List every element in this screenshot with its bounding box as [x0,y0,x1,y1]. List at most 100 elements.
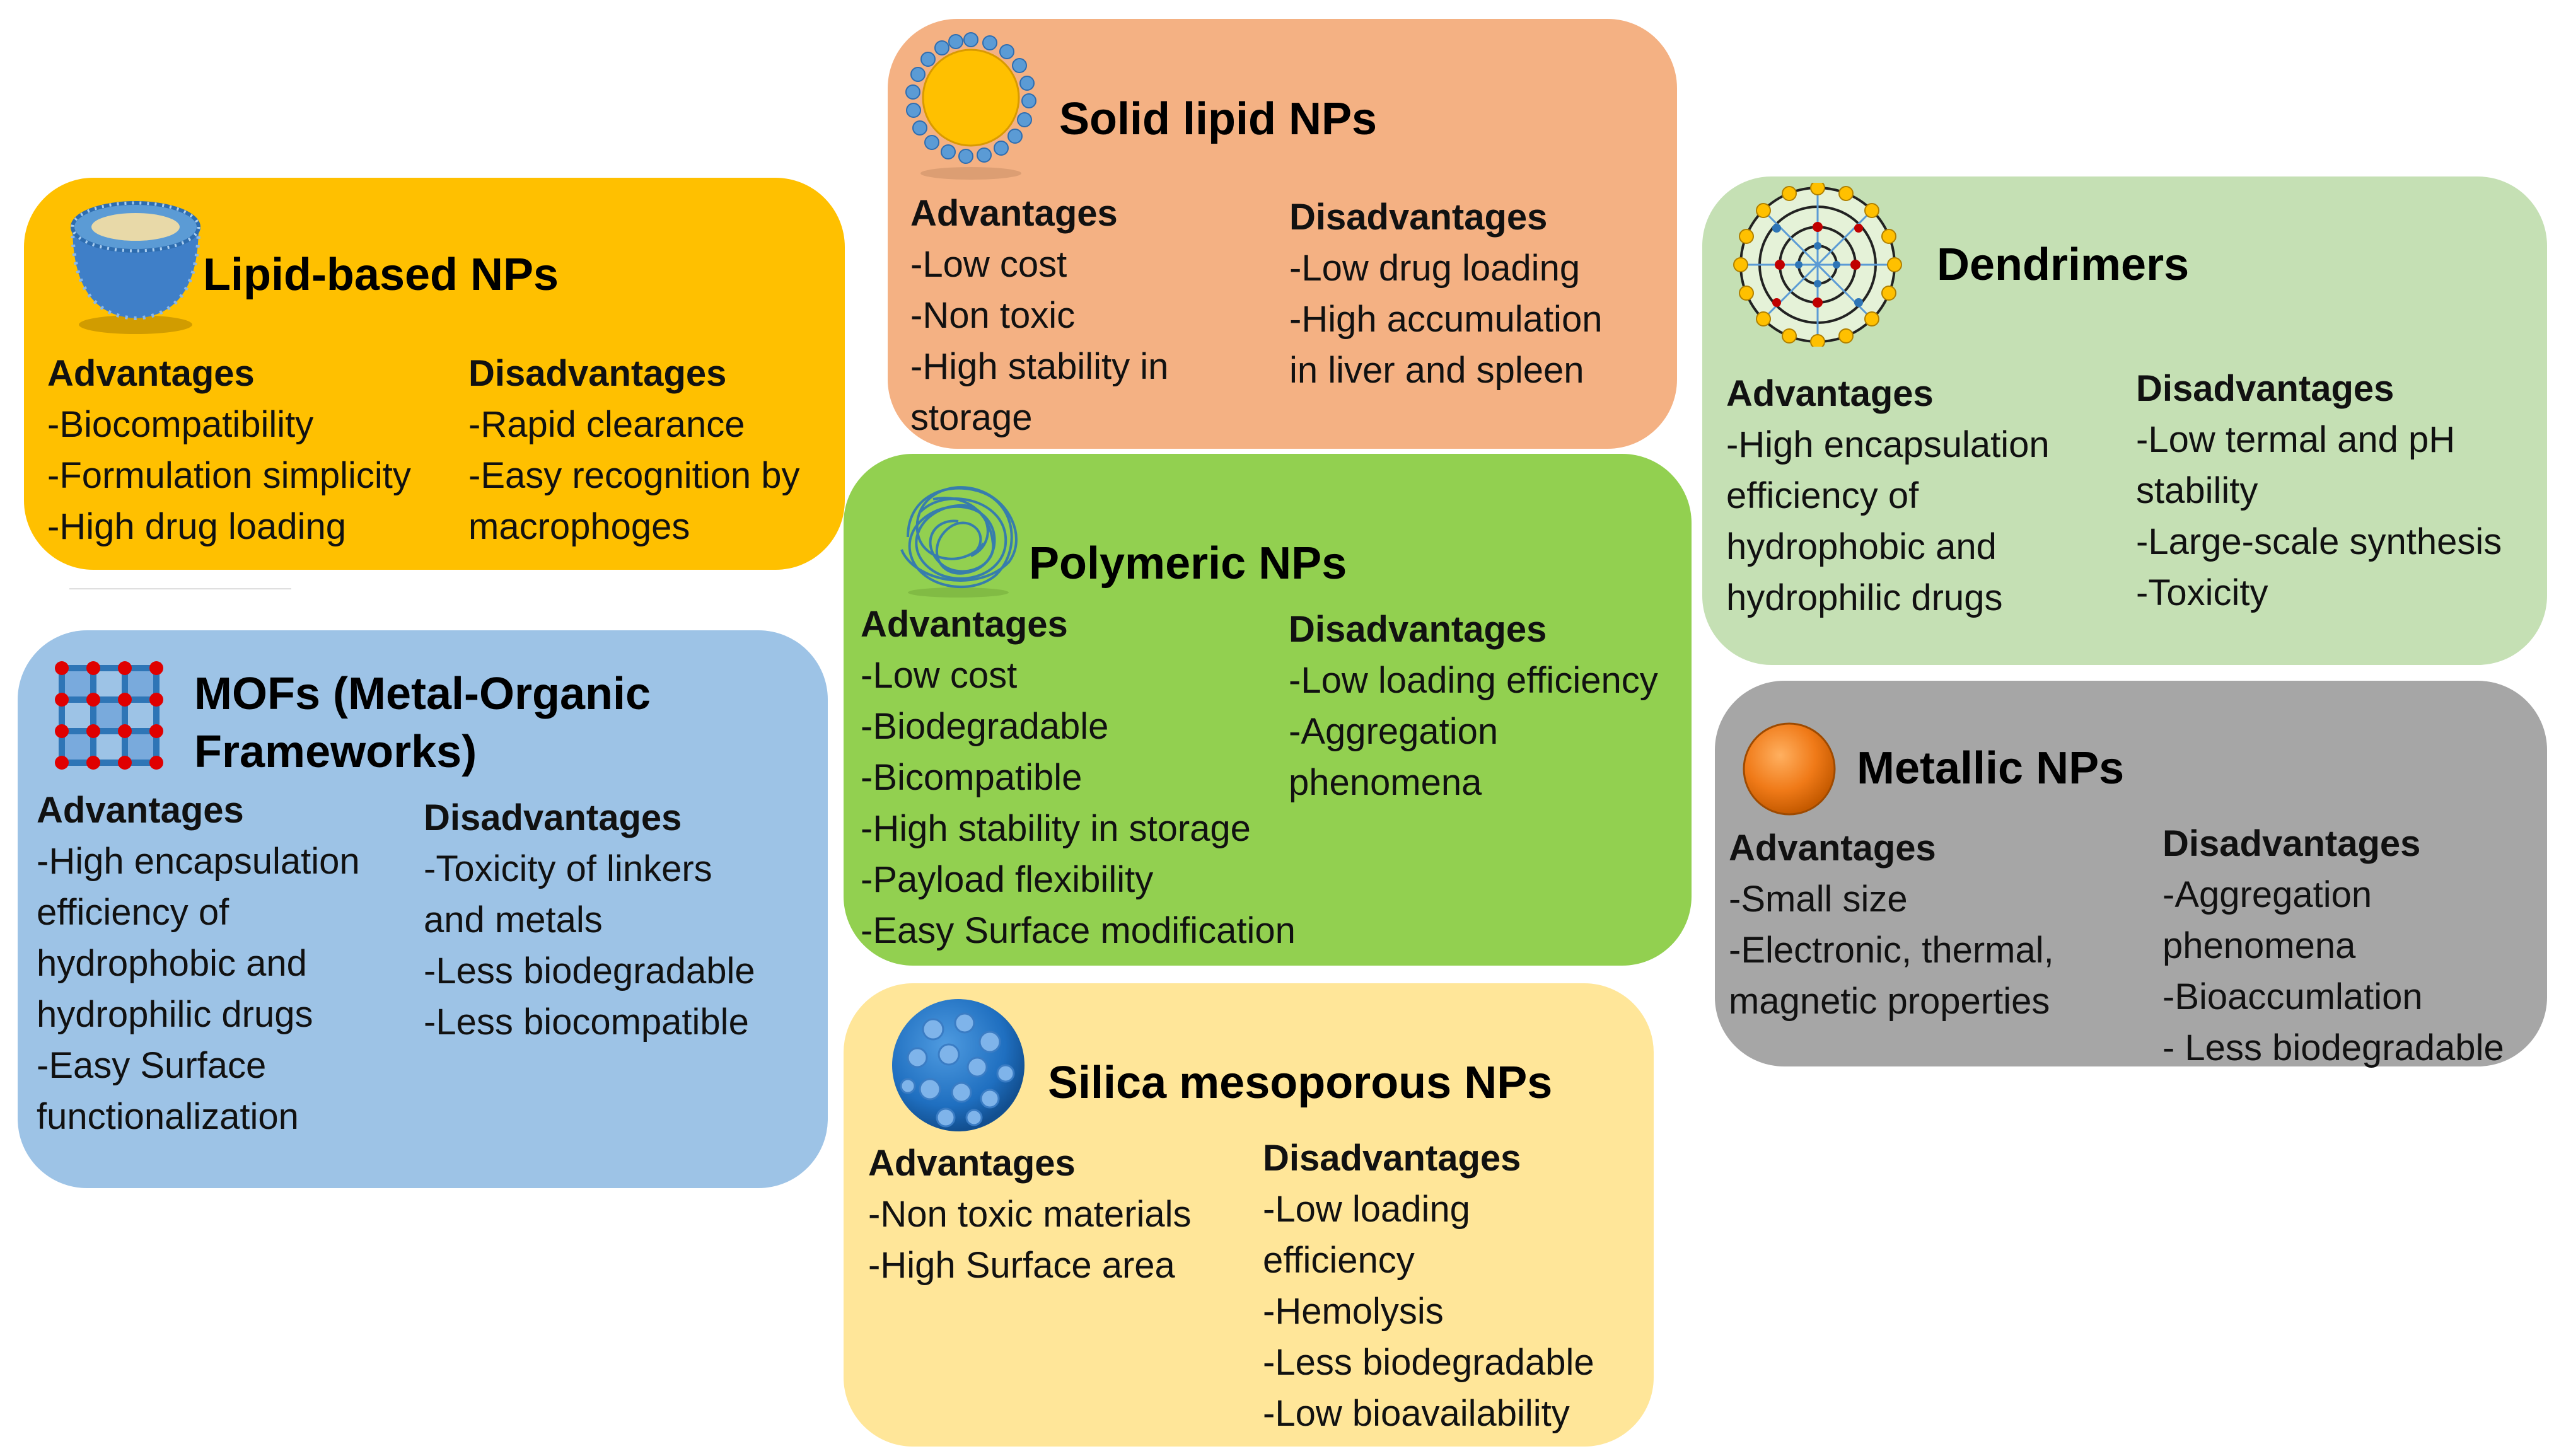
list-item: -High drug loading [47,506,346,547]
advantages-heading: Advantages [868,1143,1076,1184]
list-item: -High stability in storage [861,808,1251,849]
list-item: -Hemolysis [1263,1291,1444,1332]
advantages-list: Advantages -Small size -Electronic, ther… [1729,823,2054,1027]
advantages-heading: Advantages [1726,373,1934,414]
list-item: and metals [424,899,603,940]
disadvantages-heading: Disadvantages [1263,1138,1521,1179]
list-item: -Electronic, thermal, [1729,930,2054,971]
list-item: -High stability in [910,346,1169,387]
list-item: hydrophobic and [1726,526,1997,567]
list-item: -Non toxic [910,295,1076,336]
disadvantages-heading: Disadvantages [1289,609,1547,650]
disadvantages-heading: Disadvantages [2162,823,2421,864]
list-item: efficiency of [1726,475,1919,516]
disadvantages-heading: Disadvantages [2136,368,2394,409]
list-item: functionalization [37,1096,299,1137]
disadvantages-list: Disadvantages -Low loading efficiency -A… [1289,604,1658,808]
advantages-heading: Advantages [37,790,244,831]
metal-sphere-icon [1743,722,1836,816]
card-polymeric [844,454,1692,966]
card-title-line: MOFs (Metal-Organic [194,669,651,719]
list-item: -Non toxic materials [868,1194,1192,1235]
disadvantages-heading: Disadvantages [424,797,682,838]
liposome-icon [70,201,201,334]
list-item: -Toxicity [2136,572,2268,613]
list-item: -Low cost [861,655,1018,696]
list-item: efficiency [1263,1240,1415,1281]
list-item: -Bioaccumlation [2162,976,2423,1017]
list-item: -Formulation simplicity [47,455,411,496]
mof-lattice-icon [55,661,163,770]
disadvantages-list: Disadvantages -Low termal and pH stabili… [2136,363,2502,618]
list-item: -Low loading [1263,1189,1470,1230]
list-item: -Toxicity of linkers [424,848,712,889]
advantages-list: Advantages -High encapsulation efficienc… [1726,368,2050,623]
list-item: -Biocompatibility [47,404,314,445]
card-title: Dendrimers [1937,240,2190,290]
card-title: Metallic NPs [1857,743,2125,794]
disadvantages-list: Disadvantages -Aggregation phenomena -Bi… [2162,818,2504,1073]
list-item: stability [2136,470,2258,511]
advantages-heading: Advantages [1729,828,1936,869]
advantages-heading: Advantages [910,193,1118,234]
card-title: Lipid-based NPs [203,250,559,300]
card-title-line: Frameworks) [194,727,477,777]
disadvantages-heading: Disadvantages [1289,197,1548,238]
list-item: macrophoges [468,506,690,547]
disadvantages-list: Disadvantages -Rapid clearance -Easy rec… [468,348,799,552]
list-item: phenomena [2162,925,2356,966]
advantages-heading: Advantages [47,353,255,394]
polymer-coil-icon [900,486,1018,598]
list-item: -High Surface area [868,1245,1175,1286]
list-item: -Less biocompatible [424,1002,749,1043]
card-title: Silica mesoporous NPs [1048,1058,1553,1108]
list-item: -Easy Surface modification [861,910,1296,951]
list-item: -Easy recognition by [468,455,800,496]
list-item: -Less biodegradable [1263,1342,1594,1383]
faint-artifact-text: ———————————————— [69,580,291,596]
advantages-list: Advantages -High encapsulation efficienc… [37,785,360,1142]
list-item: storage [910,397,1033,438]
card-title: Solid lipid NPs [1059,94,1378,144]
list-item: -Large-scale synthesis [2136,521,2502,562]
list-item: -Low loading efficiency [1289,660,1658,701]
list-item: -Less biodegradable [424,950,755,991]
list-item: -Biodegradable [861,706,1109,747]
advantages-list: Advantages -Biocompatibility -Formulatio… [47,348,411,552]
advantages-list: Advantages -Non toxic materials -High Su… [868,1138,1191,1291]
list-item: -Low cost [910,244,1067,285]
list-item: -Low bioavailability [1263,1393,1570,1434]
list-item: hydrophilic drugs [37,994,313,1035]
advantages-list: Advantages -Low cost -Biodegradable -Bic… [861,599,1296,956]
list-item: -High accumulation [1289,299,1603,340]
list-item: -Bicompatible [861,757,1083,798]
list-item: phenomena [1289,762,1482,803]
card-mofs [18,630,828,1188]
disadvantages-list: Disadvantages -Low drug loading -High ac… [1289,192,1602,396]
list-item: magnetic properties [1729,981,2050,1022]
disadvantages-list: Disadvantages -Low loading efficiency -H… [1263,1133,1594,1439]
list-item: efficiency of [37,892,229,933]
list-item: hydrophilic drugs [1726,577,2003,618]
list-item: hydrophobic and [37,943,307,984]
list-item: -Low drug loading [1289,248,1581,289]
dendrimer-icon [1733,183,1902,347]
list-item: - Less biodegradable [2162,1027,2504,1068]
card-title: MOFs (Metal-Organic Frameworks) [194,665,651,781]
list-item: -Aggregation [2162,874,2372,915]
advantages-list: Advantages -Low cost -Non toxic -High st… [910,188,1168,443]
list-item: -Small size [1729,879,1908,920]
solid-lipid-nanoparticle-icon [905,32,1036,180]
card-title: Polymeric NPs [1029,538,1347,589]
card-metallic [1715,681,2547,1066]
list-item: in liver and spleen [1289,350,1584,391]
list-item: -Easy Surface [37,1045,267,1086]
mesoporous-silica-icon [892,999,1025,1131]
list-item: -Rapid clearance [468,404,745,445]
advantages-heading: Advantages [861,604,1068,645]
list-item: -Payload flexibility [861,859,1154,900]
disadvantages-list: Disadvantages -Toxicity of linkers and m… [424,792,755,1048]
disadvantages-heading: Disadvantages [468,353,727,394]
list-item: -High encapsulation [1726,424,2050,465]
list-item: -Aggregation [1289,711,1499,752]
